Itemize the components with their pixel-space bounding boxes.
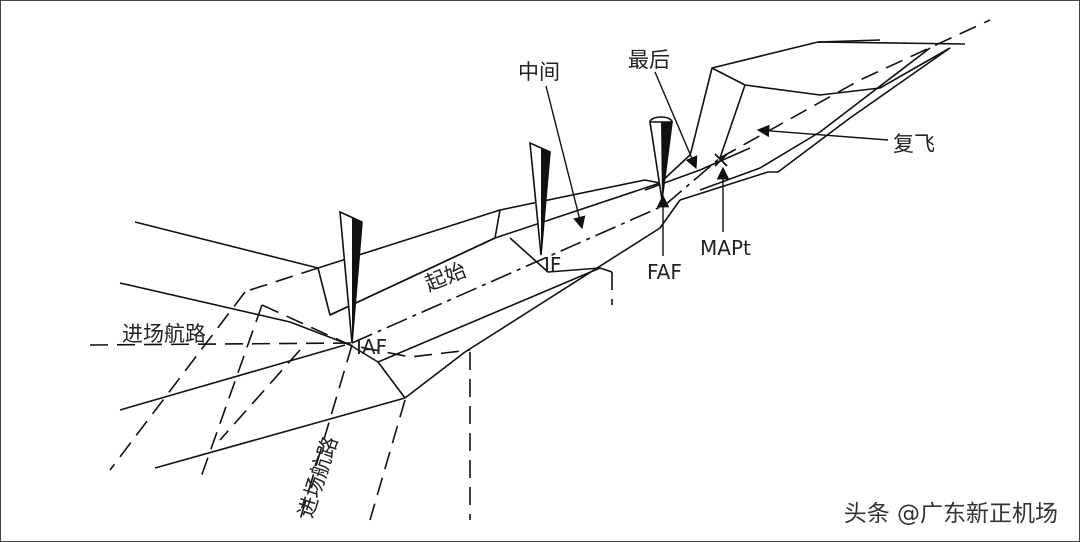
label-faf: FAF <box>647 260 682 284</box>
if-marker-icon <box>529 141 551 256</box>
label-mapt: MAPt <box>700 236 751 260</box>
initial-boundary-dashed-top <box>249 267 319 291</box>
if-lower-box <box>509 237 613 273</box>
label-if: IF <box>544 253 562 277</box>
intermediate-leader-arrow <box>545 85 586 230</box>
arrival-area-lower-line <box>154 397 406 469</box>
arrival-fan-dash-2 <box>199 304 263 481</box>
iaf-marker-icon <box>339 210 363 344</box>
arrival-route-2-track <box>299 344 353 521</box>
final-area-lower <box>679 47 951 201</box>
missed-area-box <box>691 41 966 149</box>
missed-area-mid <box>744 47 951 96</box>
initial-area-upper-inner <box>329 182 661 316</box>
arrival-area-mid-line <box>119 282 291 323</box>
arrival-area-bottom-line <box>119 344 346 411</box>
watermark: 头条 @广东新正机场 <box>843 501 1058 527</box>
label-intermediate: 中间 <box>518 60 560 84</box>
label-arrival-route-1: 进场航路 <box>122 322 206 346</box>
mapt-cross-icon <box>714 153 728 167</box>
label-missed-approach: 复飞 <box>893 132 935 156</box>
missed-leader-arrow <box>756 124 889 141</box>
arrival-fan-dash-4 <box>369 399 406 521</box>
arrival-area-top-line <box>134 221 319 269</box>
label-iaf: IAF <box>356 335 388 359</box>
nominal-track-centerline <box>351 157 721 344</box>
final-leader-arrow <box>654 71 698 170</box>
faf-marker-icon <box>649 116 673 201</box>
arrival-route-1-track <box>89 342 353 346</box>
missed-area-inner-box <box>711 67 746 159</box>
missed-area-top <box>817 39 881 43</box>
initial-area-lower-inner <box>404 199 681 399</box>
arrival-fan-dash-3 <box>219 349 301 441</box>
missed-approach-centerline <box>719 19 991 159</box>
intermediate-upper <box>499 179 661 211</box>
missed-area-lower-inner <box>699 47 931 191</box>
arrival-fan-dash-1 <box>109 291 246 471</box>
label-final: 最后 <box>628 48 670 72</box>
